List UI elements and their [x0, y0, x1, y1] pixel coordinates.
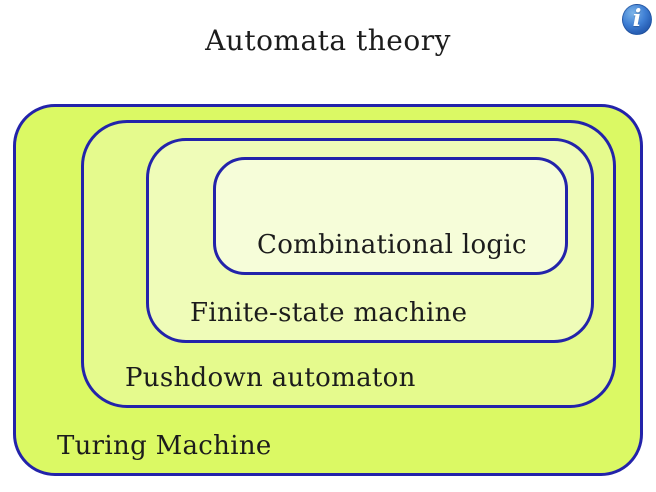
label-finite-state-machine: Finite-state machine	[190, 298, 468, 328]
page-title: Automata theory	[205, 24, 451, 57]
label-combinational-logic: Combinational logic	[257, 230, 527, 260]
label-pushdown-automaton: Pushdown automaton	[125, 363, 416, 393]
info-icon[interactable]: i	[622, 4, 652, 35]
set-pushdown-automaton: Pushdown automaton Finite-state machine …	[81, 120, 616, 408]
set-turing-machine: Turing Machine Pushdown automaton Finite…	[13, 104, 643, 476]
set-combinational-logic: Combinational logic	[213, 157, 568, 275]
label-turing-machine: Turing Machine	[57, 431, 272, 461]
info-icon-glyph: i	[632, 5, 642, 32]
set-finite-state-machine: Finite-state machine Combinational logic	[146, 138, 594, 343]
